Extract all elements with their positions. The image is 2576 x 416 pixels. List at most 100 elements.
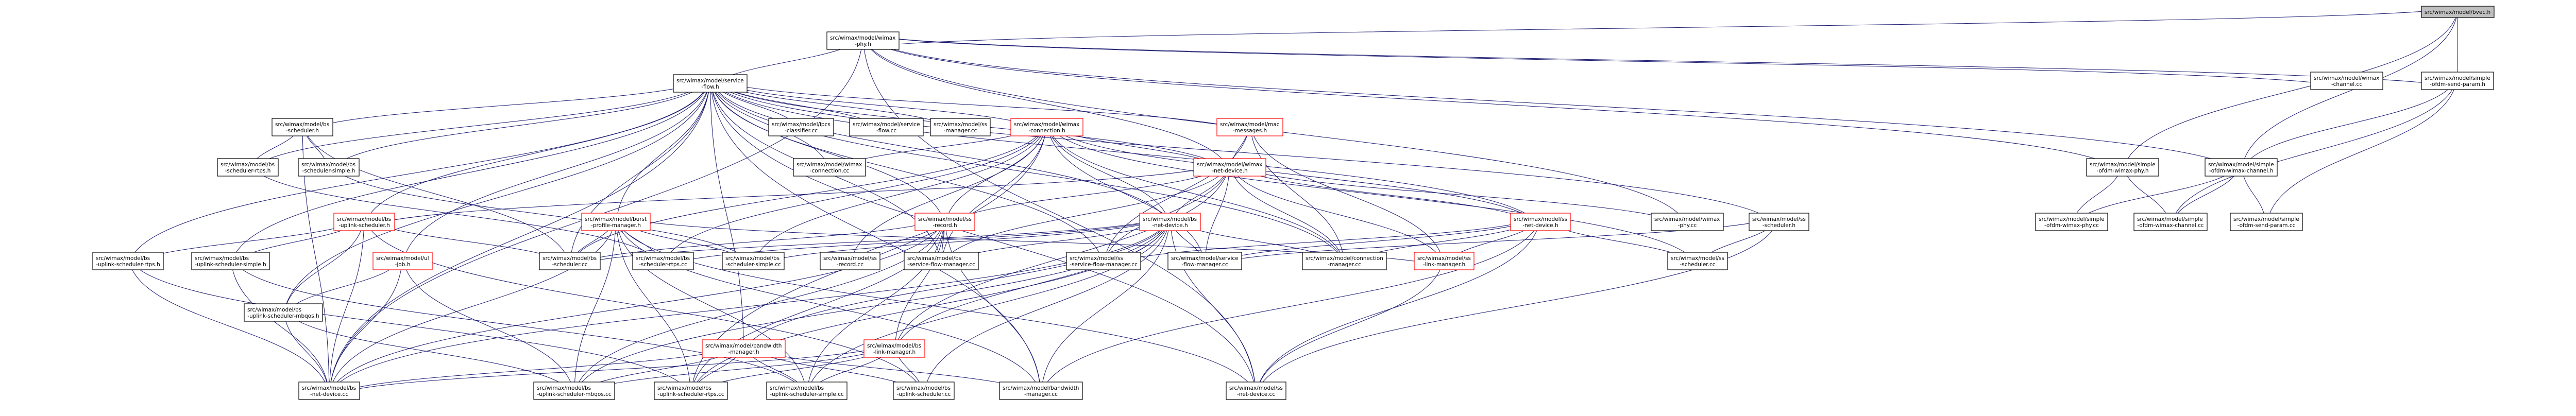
file-node-simple-ofdm-wimax-phy-h[interactable]: src/wimax/model/simple-ofdm-wimax-phy.h <box>2086 158 2159 177</box>
node-label-line: src/wimax/model/simple <box>2039 216 2105 222</box>
node-box <box>1226 382 1286 400</box>
file-node-bs-uplink-scheduler-rtps-cc[interactable]: src/wimax/model/bs-uplink-scheduler-rtps… <box>654 382 728 400</box>
file-node-bs-scheduler-cc[interactable]: src/wimax/model/bs-scheduler.cc <box>539 252 601 270</box>
include-edge-bs_uplink_scheduler_mbqos_cc-to-bs_uplink_scheduler_mbqos_h <box>283 303 576 400</box>
node-label-line: src/wimax/model/bs <box>636 255 690 262</box>
node-label-line: src/wimax/model/bs <box>867 343 921 349</box>
file-node-bandwidth-manager-h[interactable]: src/wimax/model/bandwidth-manager.h <box>702 339 786 358</box>
include-edge-bs_uplink_scheduler_mbqos_h-to-service_flow_h <box>281 74 710 322</box>
node-label-line: src/wimax/model/bandwidth <box>1003 385 1079 391</box>
file-node-ss-scheduler-cc[interactable]: src/wimax/model/ss-scheduler.cc <box>1667 252 1728 270</box>
node-label-line: src/wimax/model/bs <box>725 255 779 262</box>
node-label-line: -uplink-scheduler-simple.cc <box>770 391 844 397</box>
include-edge-ss_net_device_cc-to-ss_net_device_h <box>1254 213 1541 400</box>
node-label-line: src/wimax/model/bs <box>543 255 597 262</box>
file-node-simple-ofdm-wimax-channel-h[interactable]: src/wimax/model/simple-ofdm-wimax-channe… <box>2205 158 2278 177</box>
file-node-bs-uplink-scheduler-h[interactable]: src/wimax/model/bs-uplink-scheduler.h <box>333 213 395 231</box>
file-node-bs-scheduler-rtps-cc[interactable]: src/wimax/model/bs-scheduler-rtps.cc <box>632 252 694 270</box>
node-box <box>930 118 991 136</box>
include-edge-bs_uplink_scheduler_rtps_cc-to-burst_profile_manager_h <box>616 213 693 400</box>
include-edge-bs_net_device_h-to-wimax_connection_h <box>1046 118 1172 231</box>
file-node-wimax-net-device-h[interactable]: src/wimax/model/wimax-net-device.h <box>1193 158 1266 177</box>
include-edge-connection_manager_cc-to-service_flow_h <box>710 74 1346 270</box>
include-edge-simple_ofdm_wimax_channel_cc-to-simple_ofdm_send_param_h <box>2168 72 2458 231</box>
file-node-ipcs-classifier[interactable]: src/wimax/model/ipcs-classifier.cc <box>768 118 834 136</box>
node-label-line: -ofdm-wimax-channel.cc <box>2137 222 2204 229</box>
node-label-line: -link-manager.h <box>1423 262 1465 268</box>
file-node-ss-record-cc[interactable]: src/wimax/model/ss-record.cc <box>820 252 880 270</box>
node-label-line: src/wimax/model/bs <box>221 162 275 168</box>
node-box <box>533 382 615 400</box>
include-edge-simple_ofdm_wimax_phy_h-to-phy_h <box>862 31 2125 177</box>
include-edge-bs_uplink_scheduler_mbqos_h-to-bs_uplink_scheduler_h <box>281 213 365 322</box>
include-edge-bs_uplink_scheduler_rtps_cc-to-bs_uplink_scheduler_rtps_h <box>128 252 693 400</box>
include-edge-simple_ofdm_send_param_cc-to-simple_ofdm_send_param_h <box>2264 72 2458 231</box>
file-node-burst-profile-manager-h[interactable]: src/wimax/model/burst-profile-manager.h <box>581 213 651 231</box>
include-edge-bs_net_device_h-to-service_flow_h <box>710 74 1172 231</box>
node-label-line: -ofdm-wimax-channel.h <box>2209 168 2274 174</box>
file-node-bs-uplink-scheduler-simple-h[interactable]: src/wimax/model/bs-uplink-scheduler-simp… <box>191 252 270 270</box>
file-node-bs-net-device-cc[interactable]: src/wimax/model/bs-net-device.cc <box>298 382 360 400</box>
include-edge-bs_net_device_cc-to-service_flow_h <box>327 74 710 400</box>
file-node-bs-uplink-scheduler-mbqos-cc[interactable]: src/wimax/model/bs-uplink-scheduler-mbqo… <box>533 382 615 400</box>
file-node-wimax-channel[interactable]: src/wimax/model/wimax-channel.cc <box>2310 72 2383 90</box>
file-node-bs-scheduler-h[interactable]: src/wimax/model/bs-scheduler.h <box>272 118 333 136</box>
include-edge-bs_uplink_scheduler_simple_cc-to-ss_record_h <box>805 213 945 400</box>
file-node-ul-job-h[interactable]: src/wimax/model/ul-job.h <box>372 252 433 270</box>
file-node-bs-scheduler-simple-cc[interactable]: src/wimax/model/bs-scheduler-simple.cc <box>722 252 785 270</box>
include-edge-ss_scheduler_h-to-service_flow_h <box>710 74 1781 231</box>
include-edge-wimax_net_device_h-to-phy_h <box>862 31 1232 177</box>
file-node-bs-uplink-scheduler-rtps-h[interactable]: src/wimax/model/bs-uplink-scheduler-rtps… <box>92 252 164 270</box>
file-node-wimax-connection-h[interactable]: src/wimax/model/wimax-connection.h <box>1010 118 1083 136</box>
node-box <box>826 31 900 50</box>
include-edge-bs_scheduler_cc-to-service_flow_h <box>568 74 710 270</box>
file-node-simple-ofdm-send-param-cc[interactable]: src/wimax/model/simple-ofdm-send-param.c… <box>2230 213 2303 231</box>
file-node-bs-link-manager-h[interactable]: src/wimax/model/bs-link-manager.h <box>863 339 925 358</box>
node-label-line: src/wimax/model/bs <box>907 255 961 262</box>
include-edge-bs_uplink_scheduler_simple_cc-to-burst_profile_manager_h <box>616 213 809 400</box>
node-label-line: -uplink-scheduler.cc <box>897 391 951 397</box>
file-node-wimax-phy-cc[interactable]: src/wimax/model/wimax-phy.cc <box>1651 213 1724 231</box>
node-label-line: -ofdm-send-param.h <box>2430 81 2485 88</box>
include-edge-bs_uplink_scheduler_cc-to-bs_net_device_h <box>922 213 1171 400</box>
file-node-bs-uplink-scheduler-simple-cc[interactable]: src/wimax/model/bs-uplink-scheduler-simp… <box>766 382 848 400</box>
file-node-service-flow-cc[interactable]: src/wimax/model/service-flow.cc <box>849 118 924 136</box>
file-node-ss-link-manager-h[interactable]: src/wimax/model/ss-link-manager.h <box>1414 252 1475 270</box>
file-node-wimax-connection-cc[interactable]: src/wimax/model/wimax-connection.cc <box>793 158 866 177</box>
file-node-simple-ofdm-send-param-h[interactable]: src/wimax/model/simple-ofdm-send-param.h <box>2421 72 2494 90</box>
node-label-line: -phy.cc <box>1678 222 1697 229</box>
file-node-mac-messages-h[interactable]: src/wimax/model/mac-messages.h <box>1216 118 1283 136</box>
include-edge-bs_net_device_cc-to-ss_record_h <box>327 213 945 400</box>
include-edge-ss_net_device_cc-to-ss_link_manager_h <box>1254 252 1445 400</box>
file-node-bs-service-flow-manager-cc[interactable]: src/wimax/model/bs-service-flow-manager.… <box>904 252 979 270</box>
node-label-line: src/wimax/model/bs <box>337 216 391 222</box>
file-node-ss-scheduler-h[interactable]: src/wimax/model/ss-scheduler.h <box>1749 213 1809 231</box>
node-box <box>999 382 1083 400</box>
file-node-ss-net-device-h[interactable]: src/wimax/model/ss-net-device.h <box>1510 213 1571 231</box>
node-label-line: src/wimax/model/ul <box>376 255 429 262</box>
file-node-simple-ofdm-wimax-channel-cc[interactable]: src/wimax/model/simple-ofdm-wimax-channe… <box>2133 213 2208 231</box>
file-node-bs-uplink-scheduler-cc[interactable]: src/wimax/model/bs-uplink-scheduler.cc <box>893 382 955 400</box>
file-node-ss-service-flow-manager-cc[interactable]: src/wimax/model/ss-service-flow-manager.… <box>1066 252 1141 270</box>
file-node-connection-manager-cc[interactable]: src/wimax/model/connection-manager.cc <box>1302 252 1387 270</box>
node-label-line: src/wimax/model/bs <box>275 122 329 128</box>
file-node-ss-net-device-cc[interactable]: src/wimax/model/ss-net-device.cc <box>1226 382 1286 400</box>
include-edge-burst_profile_manager_h-to-service_flow_h <box>614 74 710 231</box>
file-node-simple-ofdm-wimax-phy-cc[interactable]: src/wimax/model/simple-ofdm-wimax-phy.cc <box>2035 213 2108 231</box>
file-node-bs-scheduler-simple-h[interactable]: src/wimax/model/bs-scheduler-simple.h <box>298 158 360 177</box>
file-node-ss-manager-cc[interactable]: src/wimax/model/ss-manager.cc <box>930 118 991 136</box>
node-label-line: src/wimax/model/wimax <box>830 35 895 41</box>
file-node-bs-scheduler-rtps-h[interactable]: src/wimax/model/bs-scheduler-rtps.h <box>217 158 279 177</box>
file-node-bandwidth-manager-cc[interactable]: src/wimax/model/bandwidth-manager.cc <box>999 382 1083 400</box>
file-node-phy-h[interactable]: src/wimax/model/wimax-phy.h <box>826 31 900 50</box>
file-node-bs-uplink-scheduler-mbqos-h[interactable]: src/wimax/model/bs-uplink-scheduler-mbqo… <box>244 303 323 322</box>
file-node-bs-net-device-h[interactable]: src/wimax/model/bs-net-device.h <box>1139 213 1201 231</box>
file-node-service-flow-manager-cc[interactable]: src/wimax/model/service-flow-manager.cc <box>1167 252 1242 270</box>
include-edge-service_flow_manager_cc-to-wimax_connection_h <box>1046 118 1207 270</box>
include-edge-bs_uplink_scheduler_h-to-service_flow_h <box>362 74 710 231</box>
file-node-ss-record-h[interactable]: src/wimax/model/ss-record.h <box>914 213 975 231</box>
file-node-service-flow-h[interactable]: src/wimax/model/service-flow.h <box>673 74 748 93</box>
node-label-line: -ofdm-wimax-phy.h <box>2097 168 2149 174</box>
node-box <box>1749 213 1809 231</box>
node-label-line: -uplink-scheduler-rtps.cc <box>657 391 724 397</box>
